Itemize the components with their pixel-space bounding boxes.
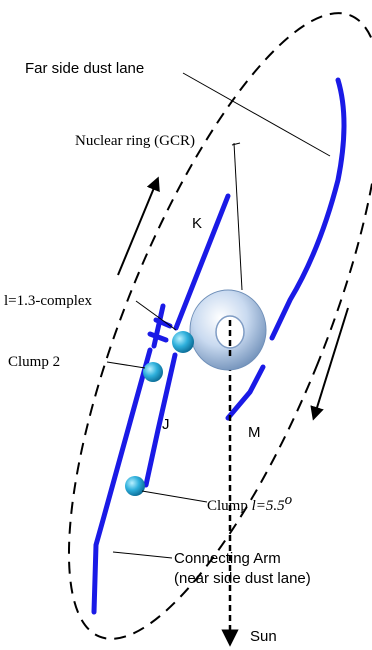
label-complex: l=1.3-complex — [4, 293, 93, 309]
label-nuclear-ring: Nuclear ring (GCR) — [75, 133, 195, 149]
arm-j — [143, 352, 178, 488]
clump-55 — [125, 476, 145, 496]
clump-13 — [172, 331, 194, 353]
label-clump-2: Clump 2 — [8, 354, 60, 370]
nuclear-ring — [189, 289, 267, 371]
leader-clump55 — [141, 490, 208, 503]
label-connecting-arm-1: Connecting Arm — [174, 550, 281, 567]
label-clump-55: Clump l=5.5o — [207, 492, 293, 514]
leader-clump2 — [106, 361, 146, 369]
far-side-dust-lane — [269, 77, 347, 341]
arm-k — [173, 193, 231, 331]
label-arm-j: J — [162, 416, 170, 433]
label-sun: Sun — [250, 628, 277, 645]
connecting-arm — [91, 347, 153, 615]
label-clump-55-degree: o — [285, 492, 293, 508]
label-clump-55-value: l=5.5 — [252, 498, 286, 514]
leader-nuclear-ring — [231, 142, 241, 146]
label-clump-55-prefix: Clump — [207, 498, 252, 514]
leader-complex — [135, 300, 177, 331]
label-connecting-arm-2: (near side dust lane) — [174, 570, 311, 587]
label-arm-k: K — [192, 215, 202, 232]
label-far-side-dust-lane: Far side dust lane — [25, 60, 144, 77]
label-arm-m: M — [248, 424, 261, 441]
rotation-arrow-left — [117, 176, 160, 276]
bar-outline-ellipse — [67, 12, 372, 640]
leader-nuclear-ring-2 — [233, 142, 243, 291]
leader-connecting — [112, 551, 173, 559]
rotation-arrow-right — [310, 307, 349, 421]
clump-2 — [143, 362, 163, 382]
leader-far-side — [182, 72, 331, 157]
complex-arm-stub — [151, 303, 166, 349]
arm-m — [225, 364, 266, 421]
